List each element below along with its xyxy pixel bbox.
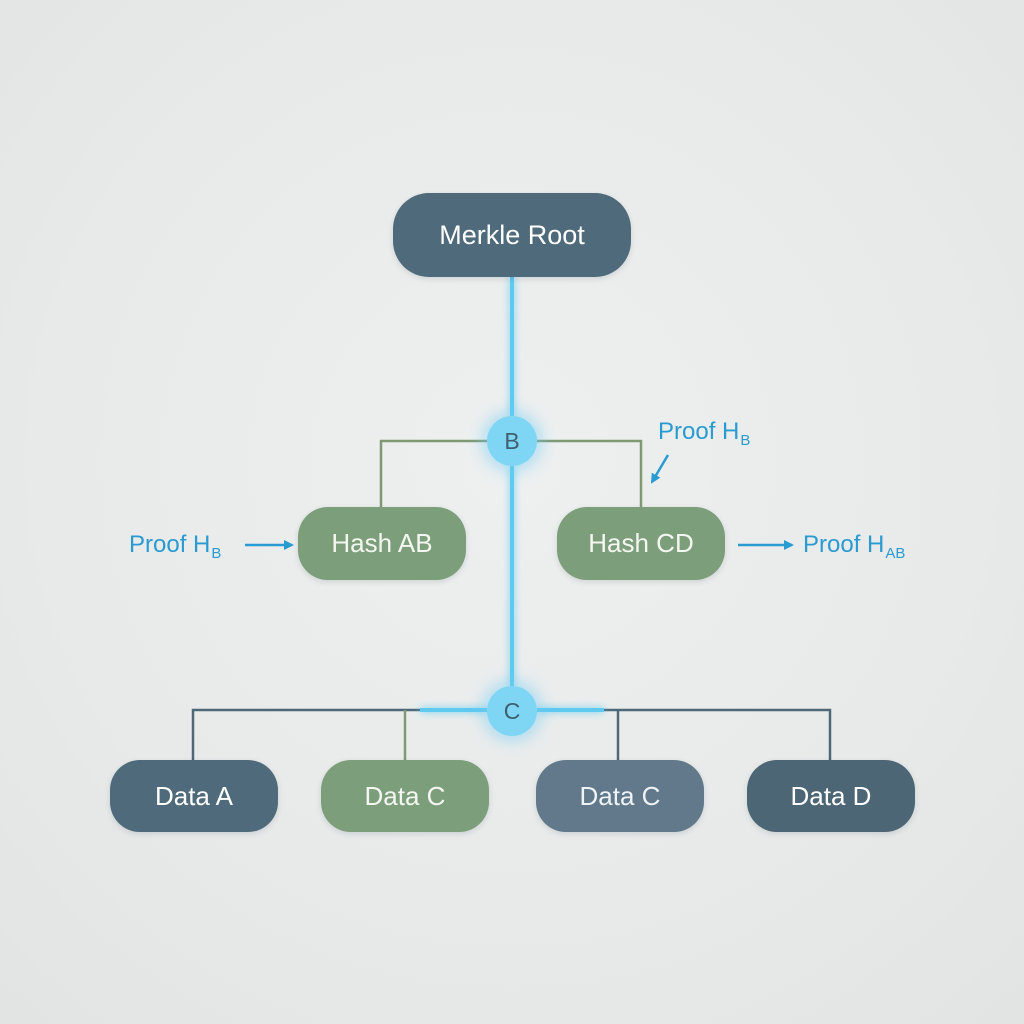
link-c-to-data-d	[537, 708, 832, 760]
proof-right-text: Proof H	[803, 531, 885, 558]
data-d-label: Data D	[790, 780, 872, 811]
proof-top-text: Proof H	[658, 418, 740, 445]
merkle-root-node: Merkle Root	[393, 193, 631, 277]
data-a-node: Data A	[110, 760, 278, 832]
hash-cd-label: Hash CD	[588, 528, 694, 558]
link-b-to-hash-ab	[379, 439, 487, 507]
link-b-to-hash-cd	[537, 439, 643, 507]
merkle-root-label: Merkle Root	[439, 219, 585, 250]
hash-cd-node: Hash CD	[557, 507, 725, 580]
hash-ab-label: Hash AB	[331, 528, 433, 558]
link-c-to-data-a	[191, 708, 487, 760]
hash-ab-node: Hash AB	[298, 507, 466, 580]
junction-c-label: C	[503, 697, 521, 724]
proof-top-arrow	[650, 454, 670, 484]
data-c-green-label: Data C	[364, 780, 446, 811]
highlighted-proof-path	[420, 277, 604, 712]
junction-c: C	[487, 686, 537, 736]
proof-top-subscript: B	[740, 432, 751, 449]
data-d-node: Data D	[747, 760, 915, 832]
data-c-slate-label: Data C	[579, 780, 661, 811]
proof-left-text: Proof H	[129, 531, 211, 558]
data-a-label: Data A	[154, 780, 234, 811]
data-c-green-node: Data C	[321, 760, 489, 832]
proof-left-subscript: B	[211, 545, 222, 562]
proof-right-subscript: AB	[885, 545, 906, 562]
junction-b-label: B	[504, 427, 520, 454]
junction-b: B	[487, 416, 537, 466]
data-c-slate-node: Data C	[536, 760, 704, 832]
